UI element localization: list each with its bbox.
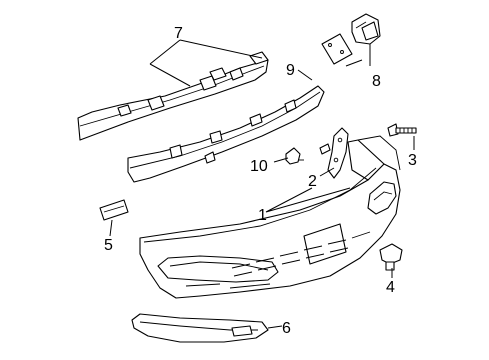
lower-molding <box>131 313 269 343</box>
bracket-clip <box>351 13 381 45</box>
callout-6: 6 <box>282 320 291 337</box>
license-bracket <box>321 33 353 65</box>
leader-5 <box>109 219 113 237</box>
reflector-5 <box>99 199 129 221</box>
side-bracket <box>319 127 349 179</box>
callout-5: 5 <box>104 237 113 254</box>
callout-4: 4 <box>386 279 395 296</box>
bumper-cover <box>139 135 401 299</box>
callout-10: 10 <box>250 158 268 175</box>
leader-6 <box>267 325 283 329</box>
leader-10 <box>273 157 289 163</box>
bolt-3 <box>387 123 417 137</box>
screw-4 <box>379 243 403 271</box>
callout-9: 9 <box>286 62 295 79</box>
leader-lines <box>109 39 415 329</box>
callout-3: 3 <box>408 152 417 169</box>
energy-absorber-upper <box>77 51 269 141</box>
callout-7: 7 <box>174 25 183 42</box>
callout-2: 2 <box>308 173 317 190</box>
leader-9 <box>297 69 313 81</box>
callout-1: 1 <box>258 207 267 224</box>
callout-8: 8 <box>372 73 381 90</box>
leader-8 <box>345 59 363 67</box>
push-clip-10 <box>285 147 304 165</box>
leader-2 <box>319 167 335 177</box>
leader-1 <box>265 187 351 213</box>
leader-7 <box>149 39 263 87</box>
impact-bar <box>127 85 325 183</box>
